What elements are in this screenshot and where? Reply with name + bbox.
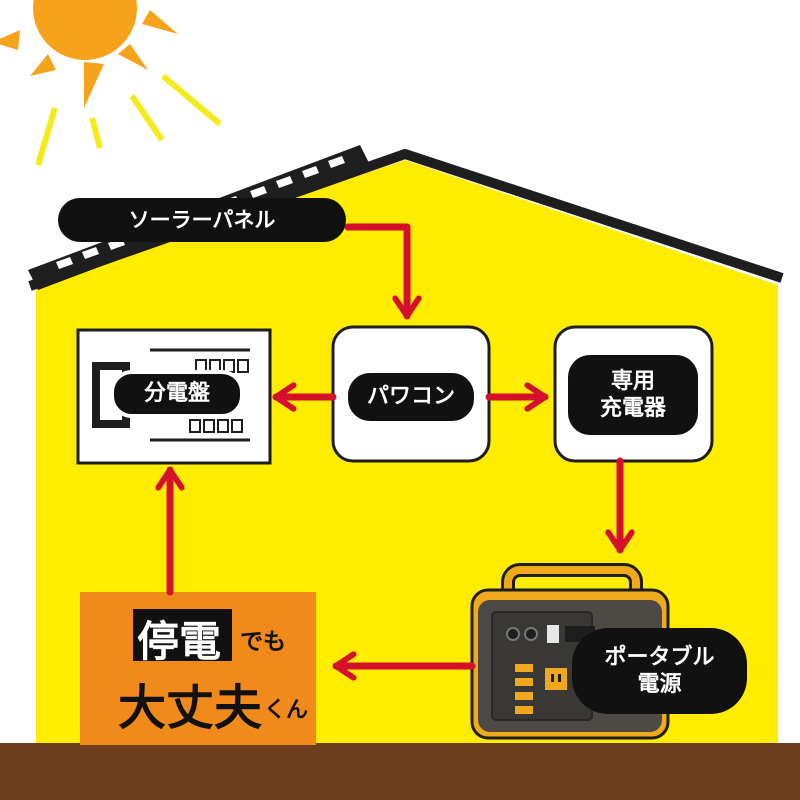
portable-power-label-line2: 電源: [637, 672, 682, 697]
sun-icon: [0, 0, 222, 166]
ground: [0, 743, 800, 800]
solar-panel-label: ソーラーパネル: [58, 198, 346, 242]
mascot-word-teiden: 停電: [137, 617, 222, 666]
solar-panel-label-text: ソーラーパネル: [128, 207, 276, 232]
flow-arrow-icon: [155, 223, 635, 681]
mascot-word-daijoubu: 大丈夫: [118, 680, 263, 736]
dedicated-charger-label-line2: 充電器: [599, 396, 666, 421]
power-conditioner-label-text: パワコン: [366, 384, 455, 410]
mascot-word-demo: でも: [240, 629, 286, 655]
power-conditioner-label: パワコン: [348, 373, 474, 421]
portable-power-label: ポータブル 電源: [572, 628, 747, 714]
portable-power-label-line1: ポータブル: [604, 644, 715, 670]
dedicated-charger-label: 専用 充電器: [568, 355, 698, 435]
arrow-solar-to-pawakon: [344, 223, 422, 320]
distribution-board-label-text: 分電盤: [143, 381, 210, 407]
mascot-title-bg: [133, 609, 232, 661]
dedicated-charger-label-line1: 専用: [610, 368, 655, 394]
distribution-board-label: 分電盤: [110, 370, 244, 418]
mascot-word-kun: くん: [264, 698, 309, 723]
